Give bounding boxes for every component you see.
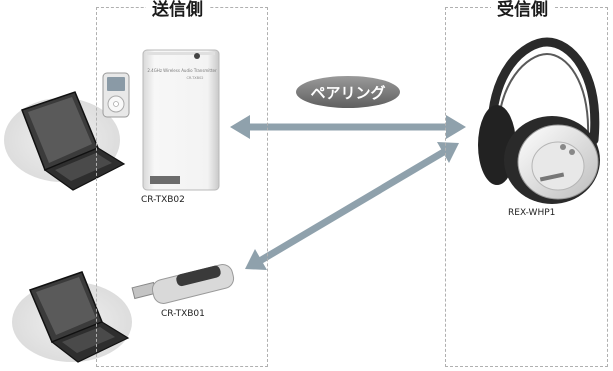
pairing-arrow-horizontal bbox=[230, 115, 466, 139]
usb-dongle-label: CR-TXB01 bbox=[161, 309, 205, 319]
laptop-top-icon bbox=[4, 91, 126, 191]
laptop-bottom-icon bbox=[12, 271, 132, 363]
transmitter-brand-text: 2.4GHz Wireless Audio Transmitter bbox=[147, 68, 217, 73]
receiver-panel bbox=[445, 7, 608, 367]
transmitter-box-label: CR-TXB02 bbox=[141, 195, 185, 205]
headphones-label: REX-WHP1 bbox=[508, 208, 556, 218]
transmitter-model-small: CR-TXB02 bbox=[186, 76, 203, 80]
pairing-badge: ペアリング bbox=[296, 76, 400, 108]
transmitter-box-icon bbox=[142, 49, 220, 191]
sender-section-title: 送信側 bbox=[146, 0, 209, 20]
music-player-icon bbox=[102, 72, 130, 118]
headphones-icon bbox=[478, 37, 600, 204]
usb-dongle-icon bbox=[131, 264, 235, 304]
pairing-label: ペアリング bbox=[310, 84, 385, 102]
receiver-section-title: 受信側 bbox=[491, 0, 554, 20]
pairing-arrow-diagonal bbox=[245, 142, 459, 270]
